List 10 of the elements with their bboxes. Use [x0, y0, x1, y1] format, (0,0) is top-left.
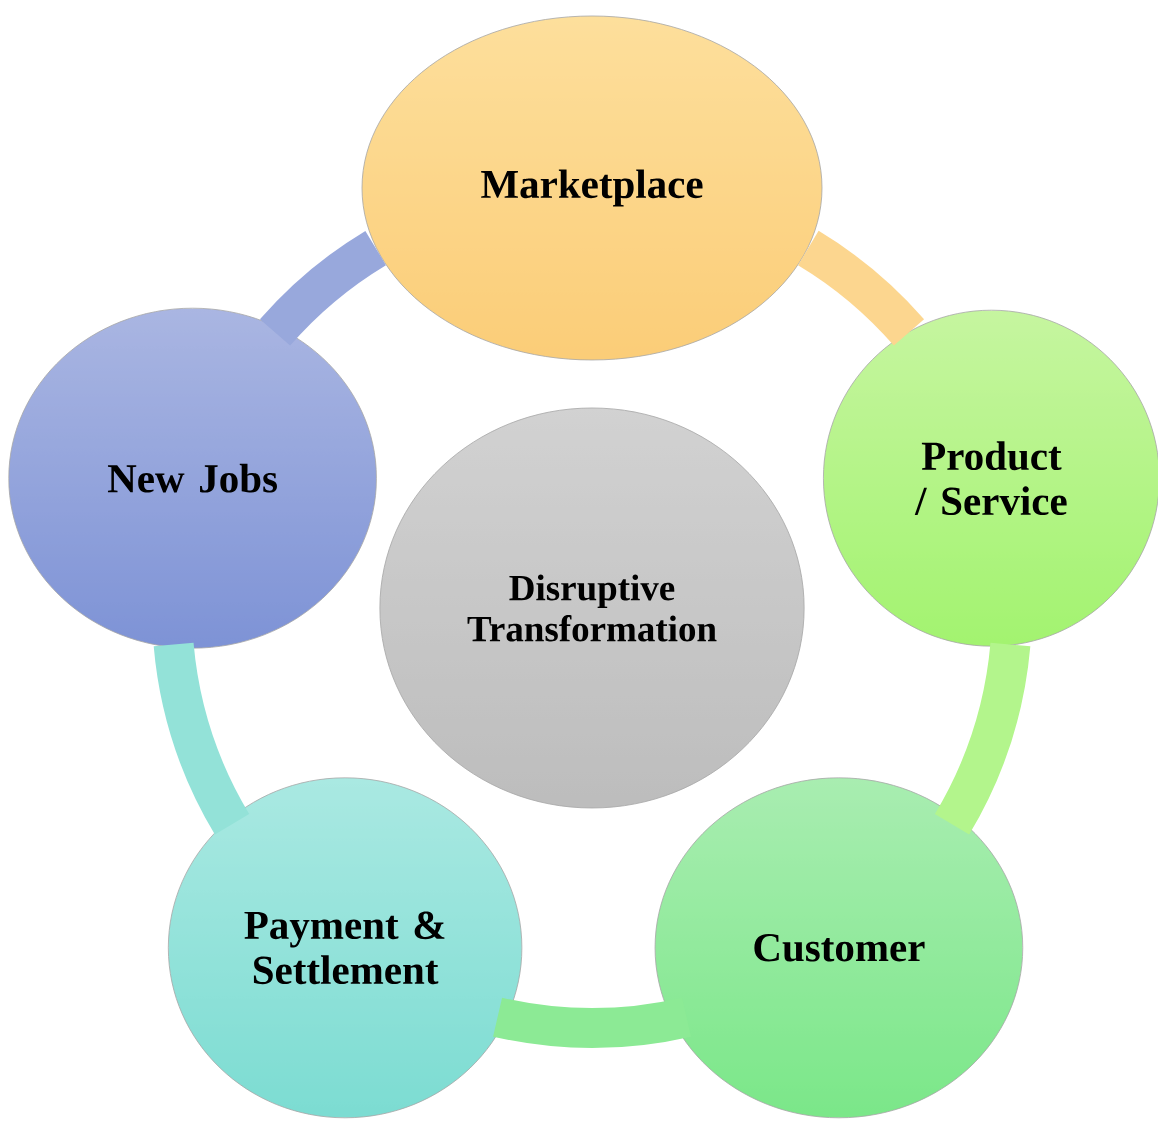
ring-arc [493, 997, 691, 1048]
ring-arc [934, 642, 1031, 835]
ellipse-node: Marketplace [361, 15, 823, 361]
circle-node: Disruptive Transformation [379, 407, 805, 809]
ring-arc [153, 642, 250, 835]
ring-arc [797, 231, 924, 346]
circle-node: New Jobs [8, 307, 377, 649]
circle-node: Payment & Settlement [167, 777, 523, 1119]
ring-arc [260, 231, 387, 346]
circle-node: Customer [654, 777, 1024, 1119]
